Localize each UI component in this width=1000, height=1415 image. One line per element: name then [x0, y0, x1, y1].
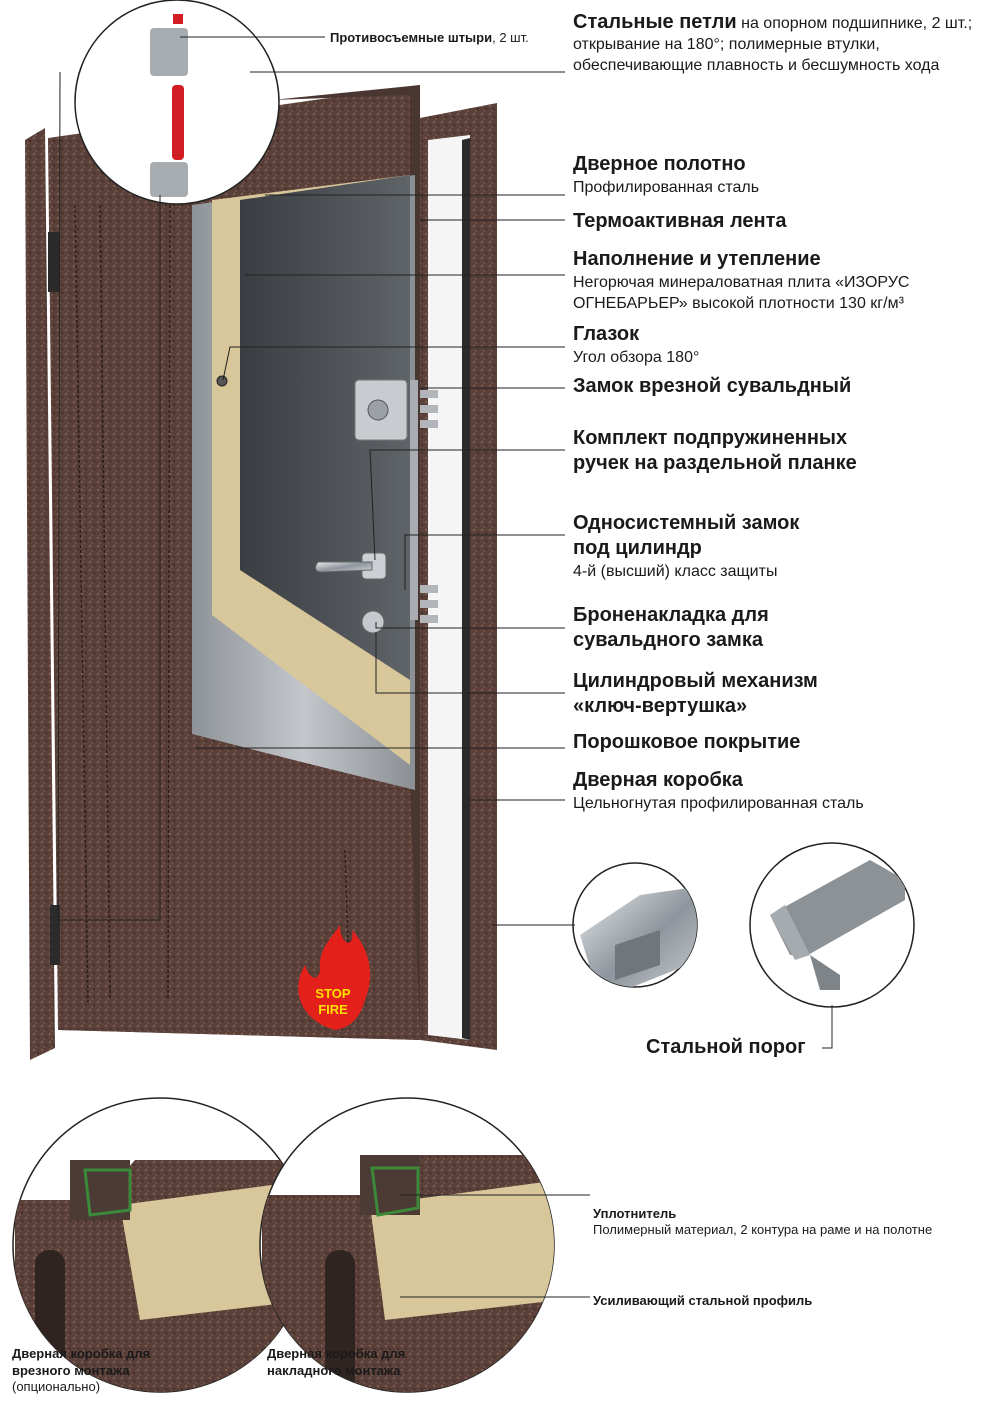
feature-thermo-tape: Термоактивная лента — [573, 209, 973, 234]
stop-fire-line2: FIRE — [318, 1002, 348, 1017]
feature-powder-coating: Порошковое покрытие — [573, 730, 973, 755]
hinges-label-rest: на опорном подшипнике, 2 шт.; открывание… — [573, 15, 973, 74]
feature-filling: Наполнение и утепление Негорючая минерал… — [573, 247, 973, 314]
door-handle — [314, 552, 387, 580]
hinge-top — [48, 232, 60, 292]
frame-caption-title: Дверная коробка для врезного монтажа — [12, 1346, 151, 1378]
feature-desc: Негорючая минераловатная плита «ИЗОРУС О… — [573, 274, 910, 312]
feature-title: Термоактивная лента — [573, 210, 787, 232]
threshold-label: Стальной порог — [646, 1036, 806, 1058]
pins-label: Противосъемные штыри, 2 шт. — [330, 30, 529, 46]
frame-caption-title: Дверная коробка для накладного монтажа — [267, 1346, 406, 1378]
feature-cylinder-lock: Односистемный замок под цилиндр 4-й (выс… — [573, 511, 833, 582]
frame-caption-2: Дверная коробка для накладного монтажа — [267, 1345, 467, 1379]
feature-title: Порошковое покрытие — [573, 731, 801, 753]
feature-title: Односистемный замок под цилиндр — [573, 512, 800, 559]
feature-title: Глазок — [573, 323, 640, 345]
feature-title: Дверное полотно — [573, 153, 746, 175]
pins-label-bold: Противосъемные штыри — [330, 30, 493, 45]
lock-plate — [354, 379, 438, 623]
feature-peephole: Глазок Угол обзора 180° — [573, 322, 973, 368]
feature-handles: Комплект подпружиненных ручек на раздель… — [573, 426, 893, 476]
door-frame-left — [25, 128, 55, 1060]
profile-label: Усиливающий стальной профиль — [593, 1293, 813, 1308]
frame-section-2 — [259, 1097, 555, 1393]
frame-section-1 — [12, 1097, 308, 1393]
feature-title: Наполнение и утепление — [573, 248, 821, 270]
feature-desc: Профилированная сталь — [573, 179, 760, 196]
feature-desc: Угол обзора 180° — [573, 349, 700, 366]
feature-door-leaf: Дверное полотно Профилированная сталь — [573, 152, 973, 198]
door-frame — [420, 103, 497, 1050]
frame-caption-1: Дверная коробка для врезного монтажа (оп… — [12, 1345, 202, 1395]
feature-door-frame: Дверная коробка Цельногнутая профилирова… — [573, 768, 973, 814]
feature-lever-lock: Замок врезной сувальдный — [573, 374, 973, 399]
feature-desc: Цельногнутая профилированная сталь — [573, 795, 864, 812]
pin-detail-circle — [74, 0, 280, 205]
leader-lines — [57, 36, 833, 1298]
stop-fire-line1: STOP — [315, 986, 350, 1001]
peephole — [216, 375, 228, 387]
feature-title: Броненакладка для сувальдного замка — [573, 604, 769, 651]
threshold-detail-1 — [572, 862, 698, 988]
threshold-detail-2 — [749, 842, 915, 1008]
cylinder-lock — [361, 610, 385, 634]
hinges-label: Стальные петли на опорном подшипнике, 2 … — [573, 12, 978, 76]
feature-title: Замок врезной сувальдный — [573, 375, 852, 397]
frame-caption-note: (опционально) — [12, 1379, 101, 1394]
seal-title: Уплотнитель — [593, 1206, 677, 1221]
feature-title: Цилиндровый механизм «ключ-вертушка» — [573, 670, 818, 717]
feature-desc: 4-й (высший) класс защиты — [573, 563, 778, 580]
hinges-label-bold: Стальные петли — [573, 11, 737, 33]
feature-armor-plate: Броненакладка для сувальдного замка — [573, 603, 813, 653]
stop-fire-logo: STOP FIRE — [298, 925, 371, 1030]
feature-cylinder-mechanism: Цилиндровый механизм «ключ-вертушка» — [573, 669, 873, 719]
seal-desc: Полимерный материал, 2 контура на раме и… — [593, 1222, 933, 1237]
feature-title: Дверная коробка — [573, 769, 743, 791]
hinge-bottom — [50, 905, 60, 965]
feature-title: Комплект подпружиненных ручек на раздель… — [573, 427, 857, 474]
seal-label: Уплотнитель Полимерный материал, 2 конту… — [593, 1205, 933, 1238]
pins-label-rest: , 2 шт. — [492, 30, 529, 45]
